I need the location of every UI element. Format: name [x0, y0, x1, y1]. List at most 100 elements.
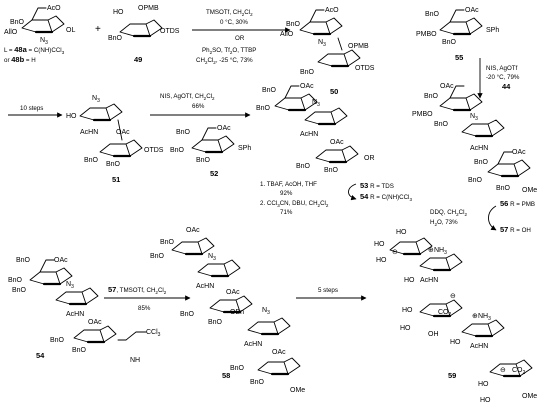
label-bno: BnO	[425, 11, 440, 18]
label-ol: OL	[66, 27, 75, 34]
label-bno: BnO	[106, 161, 121, 168]
label-bno: BnO	[8, 277, 23, 284]
label-obn: OBn	[230, 309, 244, 316]
label-bno: BnO	[176, 129, 191, 136]
compound-number: 59	[448, 371, 456, 380]
label-opmb: OPMB	[138, 5, 159, 12]
label-oac: OAc	[186, 227, 200, 234]
label-ho: HO	[478, 381, 489, 388]
label-ho: HO	[400, 325, 411, 332]
label-ho: HO	[396, 229, 407, 236]
cond-text: DDQ, CH2Cl2	[430, 209, 467, 217]
label-oac: OAc	[116, 129, 130, 136]
compound-52: OAc BnO BnO BnO SPh 52	[170, 125, 251, 178]
compound-number: 51	[112, 175, 120, 184]
label-bno: BnO	[442, 39, 457, 46]
label-n3: N3	[470, 113, 478, 122]
label-co2: CO2	[512, 367, 526, 376]
label-ho: HO	[374, 241, 385, 248]
label-ho: HO	[66, 113, 77, 120]
label-achn: AcHN	[244, 341, 262, 348]
label-bno: BnO	[496, 185, 511, 192]
label-n3: N3	[92, 95, 100, 104]
label-ome: OMe	[522, 393, 537, 400]
label-oac: OAc	[512, 149, 526, 156]
label-bno: BnO	[250, 379, 265, 386]
plus-sign: +	[95, 24, 101, 35]
label-bno: BnO	[208, 319, 223, 326]
label-ho: HO	[404, 277, 415, 284]
label-pmbo: PMBO	[412, 111, 433, 118]
charge-minus: ⊖	[500, 367, 506, 374]
compound-48: AcO AllO BnO N3 OL L = 48a = C(NH)CCl3 o…	[4, 5, 75, 64]
charge-plus: ⊕	[428, 247, 434, 254]
compound-50: AcO AllO BnO N3 OPMB BnO OTDS 50	[280, 7, 375, 96]
l-definition-48b: or 48b = H	[4, 55, 36, 64]
cond-text: 71%	[280, 209, 293, 216]
label-oac: OAc	[88, 319, 102, 326]
label-oac: OAc	[54, 257, 68, 264]
compound-55: OAc BnO PMBO BnO SPh 55	[416, 7, 499, 62]
label-bno: BnO	[468, 177, 483, 184]
compound-number: 54	[36, 351, 45, 360]
cond-text: 2. CCl3CN, DBU, CH2Cl2	[260, 200, 329, 208]
label-n3: N3	[312, 99, 320, 108]
compound-number: 52	[210, 169, 218, 178]
label-bno: BnO	[16, 257, 31, 264]
label-achn: AcHN	[420, 277, 438, 284]
label-achn: AcHN	[300, 131, 318, 138]
label-achn: AcHN	[196, 283, 214, 290]
charge-minus: ⊖	[450, 293, 456, 300]
label-ho: HO	[376, 257, 387, 264]
label-allo: AllO	[4, 29, 18, 36]
charge-plus: ⊕	[472, 313, 478, 320]
label-bno: BnO	[474, 159, 489, 166]
cond-text: 10 steps	[20, 105, 43, 112]
label-oac: AcO	[325, 7, 339, 14]
cond-text: 0 °C, 30%	[220, 19, 248, 26]
label-n3: N3	[40, 37, 48, 46]
l-definition-48a: L = 48a = C(NH)CCl3	[4, 45, 65, 55]
label-n3: N3	[262, 307, 270, 316]
cond-text: TMSOTf, CH2Cl2	[206, 9, 253, 17]
label-bno: BnO	[296, 163, 311, 170]
label-bno: BnO	[160, 239, 175, 246]
cond-text: NIS, AgOTf	[486, 65, 518, 72]
label-n3: N3	[66, 281, 74, 290]
cond-text: 1. TBAF, AcOH, THF	[260, 181, 317, 188]
compound-58: OAc BnO BnO N3 AcHN OAc BnO BnO OBn N3 A…	[150, 227, 305, 394]
label-oac: OAc	[465, 7, 479, 14]
compound-54: OAc BnO BnO BnO N3 AcHN OAc BnO BnO CCl3…	[8, 257, 161, 364]
label-bno: BnO	[286, 21, 301, 28]
label-or: OR	[364, 155, 375, 162]
cond-text: -20 °C, 79%	[486, 74, 520, 81]
label-bno: BnO	[434, 121, 449, 128]
label-oac: OAc	[330, 139, 344, 146]
label-oac: OAc	[217, 125, 231, 132]
label-oac: OAc	[272, 349, 286, 356]
label-sph: SPh	[486, 27, 499, 34]
label-sph: SPh	[238, 145, 251, 152]
reaction-arrow	[348, 183, 357, 201]
label-achn: AcHN	[470, 343, 488, 350]
label-bno: BnO	[50, 337, 65, 344]
label-n3: N3	[318, 39, 326, 48]
label-bno: BnO	[170, 147, 185, 154]
r-57: 57 R = OH	[500, 225, 531, 234]
compound-number: 58	[222, 371, 230, 380]
charge-minus: ⊖	[392, 249, 398, 256]
cond-text: 92%	[280, 190, 293, 197]
label-ho: HO	[113, 9, 124, 16]
compound-49: HO OPMB BnO OTDS 49	[108, 5, 180, 64]
compound-number: 49	[134, 55, 142, 64]
label-bno: BnO	[424, 93, 439, 100]
cond-text: NIS, AgOTf, CH2Cl2	[160, 93, 215, 101]
label-bno: BnO	[12, 287, 27, 294]
cond-text: 85%	[138, 305, 151, 312]
compound-59: HO HO HO ⊖ ⊕ NH3 HO AcHN ⊖ CO2 HO HO OH …	[374, 229, 537, 404]
label-achn: AcHN	[470, 145, 488, 152]
cond-text: 57, TMSOTf, CH2Cl2	[108, 285, 167, 295]
label-oh: OH	[428, 331, 439, 338]
compound-56-57: OAc BnO PMBO BnO N3 AcHN OAc BnO BnO BnO…	[412, 83, 537, 234]
